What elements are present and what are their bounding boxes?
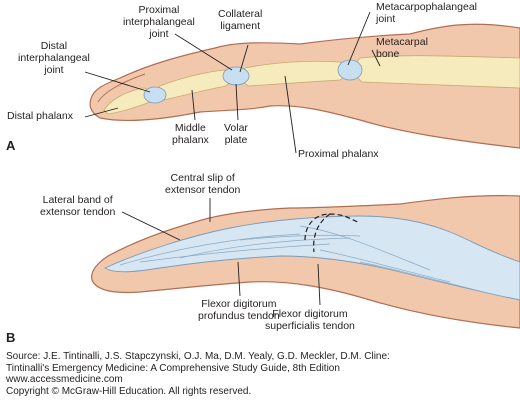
label-proximal-ip-joint: Proximal interphalangeal joint [123,4,195,40]
copyright-line: Copyright © McGraw-Hill Education. All r… [6,385,252,397]
label-line: extensor tendon [40,206,116,218]
label-line: extensor tendon [165,184,241,196]
label-line: Collateral [218,8,263,20]
mcp-joint-ligament [337,59,363,81]
label-line: Distal [40,40,68,52]
pip-joint-ligament [222,66,250,86]
leader-proximal-ip [174,33,233,71]
label-line: Flexor digitorum [201,298,277,310]
source-url: www.accessmedicine.com [6,374,123,386]
panel-a-leaders [84,11,381,154]
label-line: Lateral band of [42,194,113,206]
panel-a-letter: A [6,138,16,153]
label-middle-phalanx: Middle phalanx [172,122,209,146]
label-line: Middle [174,122,206,134]
label-proximal-phalanx: Proximal phalanx [298,148,379,160]
label-line: joint [376,13,396,25]
dashed-outline [304,213,359,253]
leader-fds [317,263,321,306]
label-line: interphalangeal [18,52,90,64]
tendon-complex [104,215,520,301]
label-line: profundus tendon [198,310,280,322]
source-credit: Source: J.E. Tintinalli, J.S. Stapczynsk… [6,351,516,397]
fiber [239,234,361,241]
leader-lateral-band [121,211,181,241]
fiber [299,225,431,271]
fiber [119,233,301,266]
label-distal-ip-joint: Distal interphalangeal joint [18,40,90,76]
label-line: Flexor digitorum [272,308,348,320]
fiber [139,243,331,263]
panel-b-illustration [91,195,520,329]
label-line: phalanx [172,134,209,146]
leader-distal-ip [84,71,151,93]
leader-distal-phalanx [84,107,119,118]
label-distal-phalanx: Distal phalanx [7,110,73,122]
label-line: interphalangeal [123,16,195,28]
anatomy-illustration [84,11,520,329]
fiber [359,261,501,297]
source-line: Tintinalli's Emergency Medicine: A Compr… [6,362,340,374]
leader-mcp [347,11,371,66]
finger-anatomy-figure: Proximal interphalangeal joint Collatera… [6,1,520,345]
tendon-fibers [119,225,501,297]
label-line: plate [224,134,248,146]
finger-a-skin [89,23,520,149]
label-line: Volar [224,122,248,134]
label-central-slip: Central slip of extensor tendon [165,172,240,196]
panel-a-illustration [84,11,520,154]
dip-joint-ligament [143,86,167,104]
label-line: ligament [220,20,261,32]
label-line: bone [376,48,400,60]
label-lateral-band: Lateral band of extensor tendon [40,194,115,218]
label-line: joint [149,28,169,40]
leader-metacarpal [371,49,381,67]
leader-volar-plate [235,83,239,121]
label-line: Proximal [138,4,180,16]
panel-b-leaders [121,198,321,306]
label-fds-tendon: Flexor digitorum superficialis tendon [265,308,355,332]
nail-a [97,73,146,103]
label-metacarpal-bone: Metacarpal bone [376,36,428,60]
label-volar-plate: Volar plate [224,122,248,146]
leader-collateral [239,44,249,73]
panel-b-letter: B [6,330,16,345]
label-line: Metacarpal [376,36,428,48]
source-line: Source: J.E. Tintinalli, J.S. Stapczynsk… [6,351,390,362]
leader-middle-phalanx [191,89,196,121]
label-line: Metacarpophalangeal [376,1,477,13]
label-line: superficialis tendon [265,320,355,332]
label-mcp-joint: Metacarpophalangeal joint [376,1,477,25]
label-fdp-tendon: Flexor digitorum profundus tendon [198,298,280,322]
leader-proximal-phalanx [284,75,297,154]
label-line: joint [44,64,64,76]
leader-fdp [237,261,241,297]
fiber [179,237,351,259]
label-collateral-ligament: Collateral ligament [218,8,262,32]
label-line: Central slip of [170,172,235,184]
fiber [319,249,451,283]
